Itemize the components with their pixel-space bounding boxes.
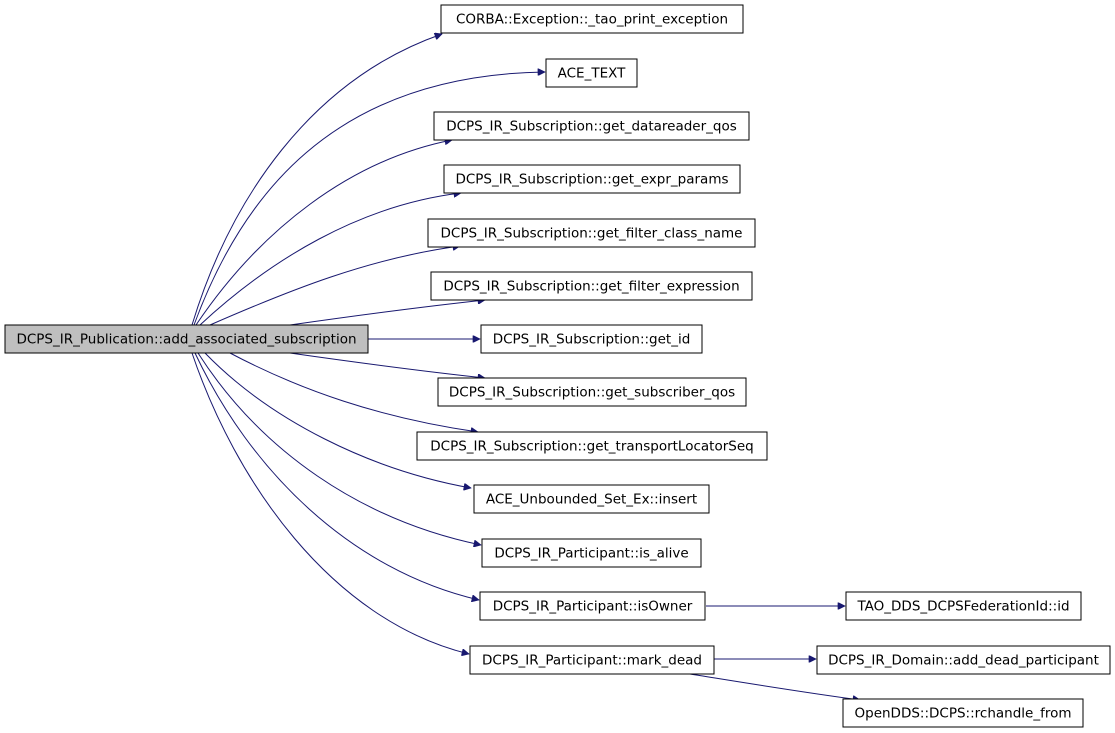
node-get-filter-expression-label: DCPS_IR_Subscription::get_filter_express… bbox=[443, 279, 739, 295]
node-get-subscriber-qos-label: DCPS_IR_Subscription::get_subscriber_qos bbox=[449, 385, 735, 401]
edge-root-to-get-subscriber-qos bbox=[289, 352, 485, 378]
node-get-expr-params[interactable]: DCPS_IR_Subscription::get_expr_params bbox=[443, 164, 741, 194]
node-get-transport-locator-seq[interactable]: DCPS_IR_Subscription::get_transportLocat… bbox=[416, 431, 768, 461]
node-mark-dead[interactable]: DCPS_IR_Participant::mark_dead bbox=[469, 645, 715, 675]
node-get-id[interactable]: DCPS_IR_Subscription::get_id bbox=[480, 324, 703, 354]
node-is-owner-label: DCPS_IR_Participant::isOwner bbox=[493, 599, 693, 615]
edge-root-to-mark-dead bbox=[191, 352, 469, 654]
node-is-alive-label: DCPS_IR_Participant::is_alive bbox=[494, 546, 688, 562]
node-federation-id[interactable]: TAO_DDS_DCPSFederationId::id bbox=[845, 591, 1082, 621]
node-root-label: DCPS_IR_Publication::add_associated_subs… bbox=[16, 332, 356, 348]
edge-root-to-is-alive bbox=[197, 352, 481, 545]
edge-root-to-get-filter-expression bbox=[289, 300, 485, 326]
node-tao-print-exception[interactable]: CORBA::Exception::_tao_print_exception bbox=[440, 4, 744, 34]
node-get-id-label: DCPS_IR_Subscription::get_id bbox=[493, 332, 691, 348]
node-get-datareader-qos-label: DCPS_IR_Subscription::get_datareader_qos bbox=[446, 119, 737, 135]
node-add-dead-participant[interactable]: DCPS_IR_Domain::add_dead_participant bbox=[816, 645, 1111, 675]
node-get-filter-expression[interactable]: DCPS_IR_Subscription::get_filter_express… bbox=[430, 271, 753, 301]
node-ace-text[interactable]: ACE_TEXT bbox=[545, 58, 638, 88]
node-get-filter-class-name-label: DCPS_IR_Subscription::get_filter_class_n… bbox=[441, 226, 743, 242]
edge-mark-dead-to-rchandle-from bbox=[689, 673, 860, 700]
edge-root-to-ace-text bbox=[193, 72, 545, 326]
edge-layer bbox=[191, 34, 860, 700]
node-add-dead-participant-label: DCPS_IR_Domain::add_dead_participant bbox=[828, 653, 1099, 669]
edge-root-to-is-owner bbox=[194, 352, 479, 600]
edge-root-to-get-transport-locator-seq bbox=[229, 352, 478, 432]
node-insert-label: ACE_Unbounded_Set_Ex::insert bbox=[486, 492, 697, 508]
node-mark-dead-label: DCPS_IR_Participant::mark_dead bbox=[482, 653, 702, 669]
node-is-owner[interactable]: DCPS_IR_Participant::isOwner bbox=[479, 591, 706, 621]
edge-root-to-get-filter-class-name bbox=[209, 246, 460, 326]
edge-root-to-insert bbox=[204, 352, 471, 488]
edge-root-to-get-datareader-qos bbox=[195, 140, 452, 326]
node-ace-text-label: ACE_TEXT bbox=[558, 66, 626, 82]
edge-root-to-get-expr-params bbox=[199, 193, 461, 326]
node-get-datareader-qos[interactable]: DCPS_IR_Subscription::get_datareader_qos bbox=[433, 111, 750, 141]
node-get-subscriber-qos[interactable]: DCPS_IR_Subscription::get_subscriber_qos bbox=[437, 377, 747, 407]
node-get-expr-params-label: DCPS_IR_Subscription::get_expr_params bbox=[455, 172, 728, 188]
node-get-filter-class-name[interactable]: DCPS_IR_Subscription::get_filter_class_n… bbox=[427, 218, 756, 248]
node-get-transport-locator-seq-label: DCPS_IR_Subscription::get_transportLocat… bbox=[430, 439, 753, 455]
node-rchandle-from-label: OpenDDS::DCPS::rchandle_from bbox=[855, 706, 1072, 722]
edge-root-to-tao-print-exception bbox=[191, 34, 442, 326]
node-tao-print-exception-label: CORBA::Exception::_tao_print_exception bbox=[456, 12, 728, 28]
node-is-alive[interactable]: DCPS_IR_Participant::is_alive bbox=[481, 538, 702, 568]
node-root[interactable]: DCPS_IR_Publication::add_associated_subs… bbox=[4, 324, 369, 354]
node-insert[interactable]: ACE_Unbounded_Set_Ex::insert bbox=[473, 484, 710, 514]
node-rchandle-from[interactable]: OpenDDS::DCPS::rchandle_from bbox=[842, 698, 1084, 728]
node-federation-id-label: TAO_DDS_DCPSFederationId::id bbox=[856, 599, 1069, 615]
